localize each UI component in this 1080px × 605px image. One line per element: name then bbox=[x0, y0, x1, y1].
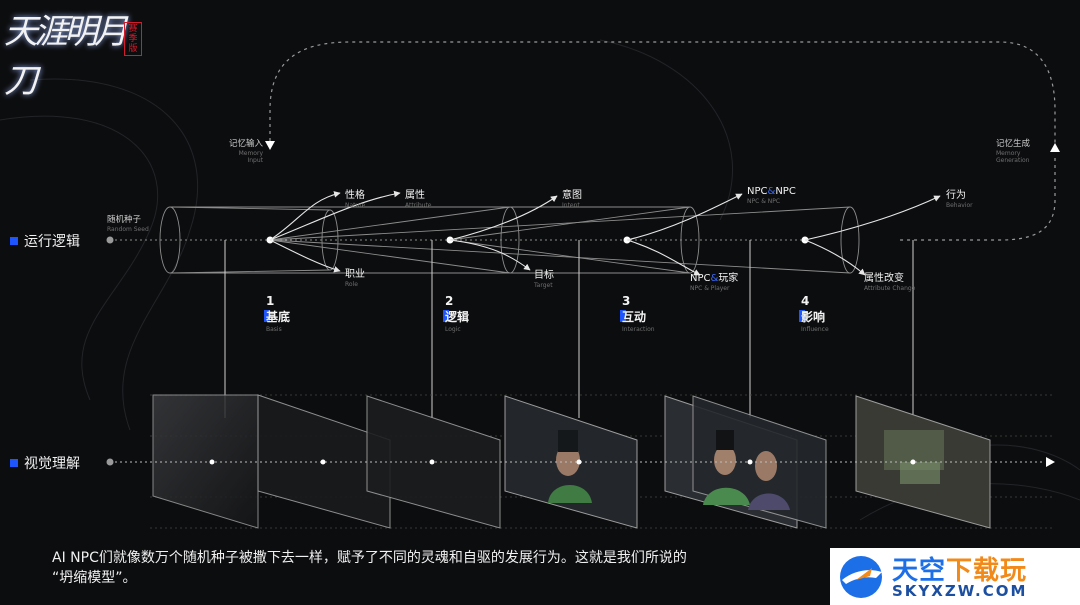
vision-nodes bbox=[209, 459, 916, 465]
branch-intent: 意图 Intent bbox=[562, 190, 582, 209]
stage-4: 4 影响 Influence bbox=[799, 294, 829, 333]
caption: AI NPC们就像数万个随机种子被撒下去一样，赋予了不同的灵魂和自驱的发展行为。… bbox=[52, 548, 852, 588]
memory-output-label: 记忆生成 Memory Generation bbox=[996, 139, 1031, 164]
stage-2: 2 逻辑 Logic bbox=[443, 294, 470, 333]
row-marker bbox=[10, 459, 18, 467]
game-logo: 天涯明月刀 赛季版 bbox=[0, 0, 150, 101]
row-label-vision: 视觉理解 bbox=[10, 453, 80, 473]
branch-role: 职业 Role bbox=[345, 269, 365, 288]
stage-1: 1 基底 Basis bbox=[264, 294, 291, 333]
vision-axis-arrow bbox=[1046, 457, 1055, 467]
branch-arrows bbox=[269, 190, 941, 276]
logo-title: 天涯明月刀 bbox=[4, 12, 128, 101]
stage-3: 3 互动 Interaction bbox=[620, 294, 655, 333]
branch-npc-player: NPC&玩家 NPC & Player bbox=[690, 273, 739, 292]
row-label-logic: 运行逻辑 bbox=[10, 231, 80, 251]
seed-label: 随机种子 Random Seed bbox=[107, 215, 149, 233]
branch-behavior: 行为 Behavior bbox=[946, 190, 973, 209]
memory-input-arrow bbox=[265, 141, 275, 150]
caption-line-2: “坍缩模型”。 bbox=[52, 570, 137, 586]
frame-figures bbox=[548, 430, 944, 510]
watermark-logo-icon bbox=[840, 556, 882, 598]
row-label-logic-text: 运行逻辑 bbox=[24, 234, 80, 250]
memory-loop bbox=[269, 41, 1056, 148]
branch-npc-npc: NPC&NPC NPC & NPC bbox=[747, 186, 796, 205]
logic-nodes bbox=[266, 236, 809, 244]
row-label-vision-text: 视觉理解 bbox=[24, 456, 80, 472]
memory-input-label: 记忆输入 Memory Input bbox=[228, 139, 263, 164]
branch-attribute: 属性 Attribute bbox=[405, 190, 432, 209]
branch-target: 目标 Target bbox=[534, 270, 554, 289]
memory-output-arrow bbox=[1050, 143, 1060, 152]
caption-line-1: AI NPC们就像数万个随机种子被撒下去一样，赋予了不同的灵魂和自驱的发展行为。… bbox=[52, 550, 687, 566]
vertical-connectors bbox=[224, 240, 914, 418]
watermark: 天空下载玩 SKYXZW.COM bbox=[830, 548, 1080, 605]
memory-loop-return bbox=[900, 158, 1056, 241]
branch-attribute-change: 属性改变 Attribute Change bbox=[864, 273, 916, 292]
branch-nature: 性格 Nature bbox=[345, 190, 366, 209]
cones bbox=[159, 206, 860, 274]
watermark-title: 天空下载玩 bbox=[892, 556, 1028, 586]
watermark-url: SKYXZW.COM bbox=[892, 582, 1028, 600]
logo-badge: 赛季版 bbox=[124, 22, 142, 56]
row-marker bbox=[10, 237, 18, 245]
